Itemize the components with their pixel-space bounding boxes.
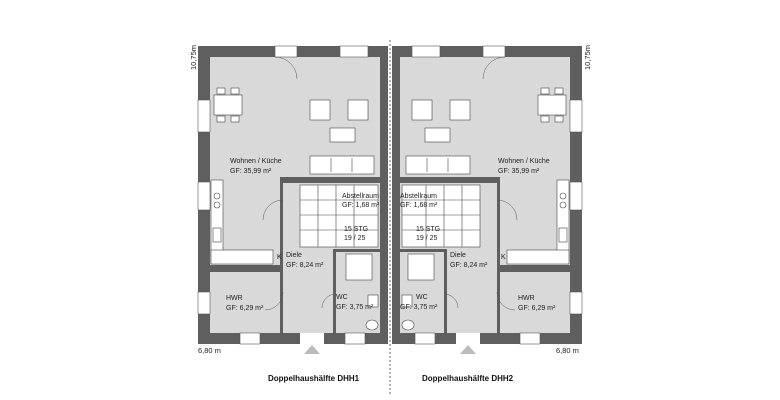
stair-label: 15 STG	[416, 226, 440, 233]
sink-icon	[401, 319, 415, 331]
chair-icon	[554, 115, 564, 123]
armchair-icon	[411, 99, 433, 121]
width-dimension: 6,80 m	[198, 346, 221, 355]
window-bottom-hwr	[519, 332, 541, 345]
armchair-icon	[309, 99, 331, 121]
entrance-arrow-icon	[460, 345, 476, 354]
coffee-table	[424, 127, 451, 143]
window-top-door	[482, 45, 506, 58]
room-area: GF: 8,24 m²	[286, 262, 324, 269]
chair-icon	[216, 87, 226, 95]
window-left-kitchen	[197, 181, 211, 211]
armchair-icon	[347, 99, 369, 121]
room-name: Diele	[286, 252, 302, 259]
house-dhh1: Wohnen / Küche GF: 35,99 m² Abstellraum …	[197, 45, 388, 354]
room-name: Abstellraum	[342, 193, 379, 200]
window-right-hwr	[569, 291, 583, 315]
shower-icon	[345, 253, 373, 281]
window-top	[411, 45, 441, 58]
room-area: GF: 6,29 m²	[226, 305, 264, 312]
entrance-gap	[300, 333, 324, 344]
sink-icon	[365, 319, 379, 331]
window-top	[339, 45, 369, 58]
sofa-icon	[309, 155, 375, 175]
window-left-hwr	[197, 291, 211, 315]
chair-icon	[216, 115, 226, 123]
coffee-table	[329, 127, 356, 143]
shower-icon	[407, 253, 435, 281]
room-name: HWR	[518, 295, 535, 302]
height-dimension: 10,75m	[583, 45, 592, 70]
height-dimension: 10,75m	[189, 45, 198, 70]
window-bottom-wc	[344, 332, 366, 345]
room-name: WC	[416, 294, 428, 301]
staircase	[401, 184, 481, 248]
window-left	[197, 99, 211, 133]
room-area: GF: 35,99 m²	[498, 168, 540, 175]
kitchen-counter-bottom	[506, 249, 570, 265]
room-hwr	[210, 272, 280, 333]
dining-table	[213, 94, 243, 116]
title-dhh2: Doppelhaushälfte DHH2	[422, 374, 514, 383]
room-area: GF: 8,24 m²	[450, 262, 488, 269]
kitchen-counter-bottom	[210, 249, 274, 265]
k-marker: K	[277, 254, 282, 261]
room-name: WC	[336, 294, 348, 301]
chair-icon	[540, 115, 550, 123]
toilet-icon	[401, 294, 413, 308]
room-area: GF: 1,68 m²	[400, 202, 438, 209]
house-dhh2: Wohnen / Küche GF: 35,99 m² Abstellraum …	[392, 45, 583, 354]
chair-icon	[554, 87, 564, 95]
chair-icon	[540, 87, 550, 95]
room-area: GF: 1,68 m²	[342, 202, 380, 209]
door-swing	[274, 56, 298, 80]
stair-ratio: 19 / 25	[416, 235, 438, 242]
kitchen-counter	[210, 179, 224, 263]
room-name: Diele	[450, 252, 466, 259]
entrance-gap	[456, 333, 480, 344]
chair-icon	[230, 87, 240, 95]
toilet-icon	[367, 294, 379, 308]
room-area: GF: 35,99 m²	[230, 168, 272, 175]
room-area: GF: 6,29 m²	[518, 305, 556, 312]
room-name: HWR	[226, 295, 243, 302]
room-name: Wohnen / Küche	[498, 158, 550, 165]
window-bottom-hwr	[239, 332, 261, 345]
room-hwr	[500, 272, 570, 333]
chair-icon	[230, 115, 240, 123]
stair-label: 15 STG	[344, 226, 368, 233]
staircase	[299, 184, 379, 248]
room-name: Wohnen / Küche	[230, 158, 282, 165]
room-area: GF: 3,75 m²	[400, 304, 438, 311]
room-name: Abstellraum	[400, 193, 437, 200]
width-dimension: 6,80 m	[556, 346, 579, 355]
armchair-icon	[449, 99, 471, 121]
window-right	[569, 99, 583, 133]
k-marker: K	[501, 254, 506, 261]
sofa-icon	[405, 155, 471, 175]
window-top-door	[274, 45, 298, 58]
window-right-kitchen	[569, 181, 583, 211]
entrance-arrow-icon	[304, 345, 320, 354]
title-dhh1: Doppelhaushälfte DHH1	[268, 374, 360, 383]
stair-ratio: 19 / 25	[344, 235, 366, 242]
room-area: GF: 3,75 m²	[336, 304, 374, 311]
dining-table	[537, 94, 567, 116]
kitchen-counter	[556, 179, 570, 263]
window-bottom-wc	[414, 332, 436, 345]
